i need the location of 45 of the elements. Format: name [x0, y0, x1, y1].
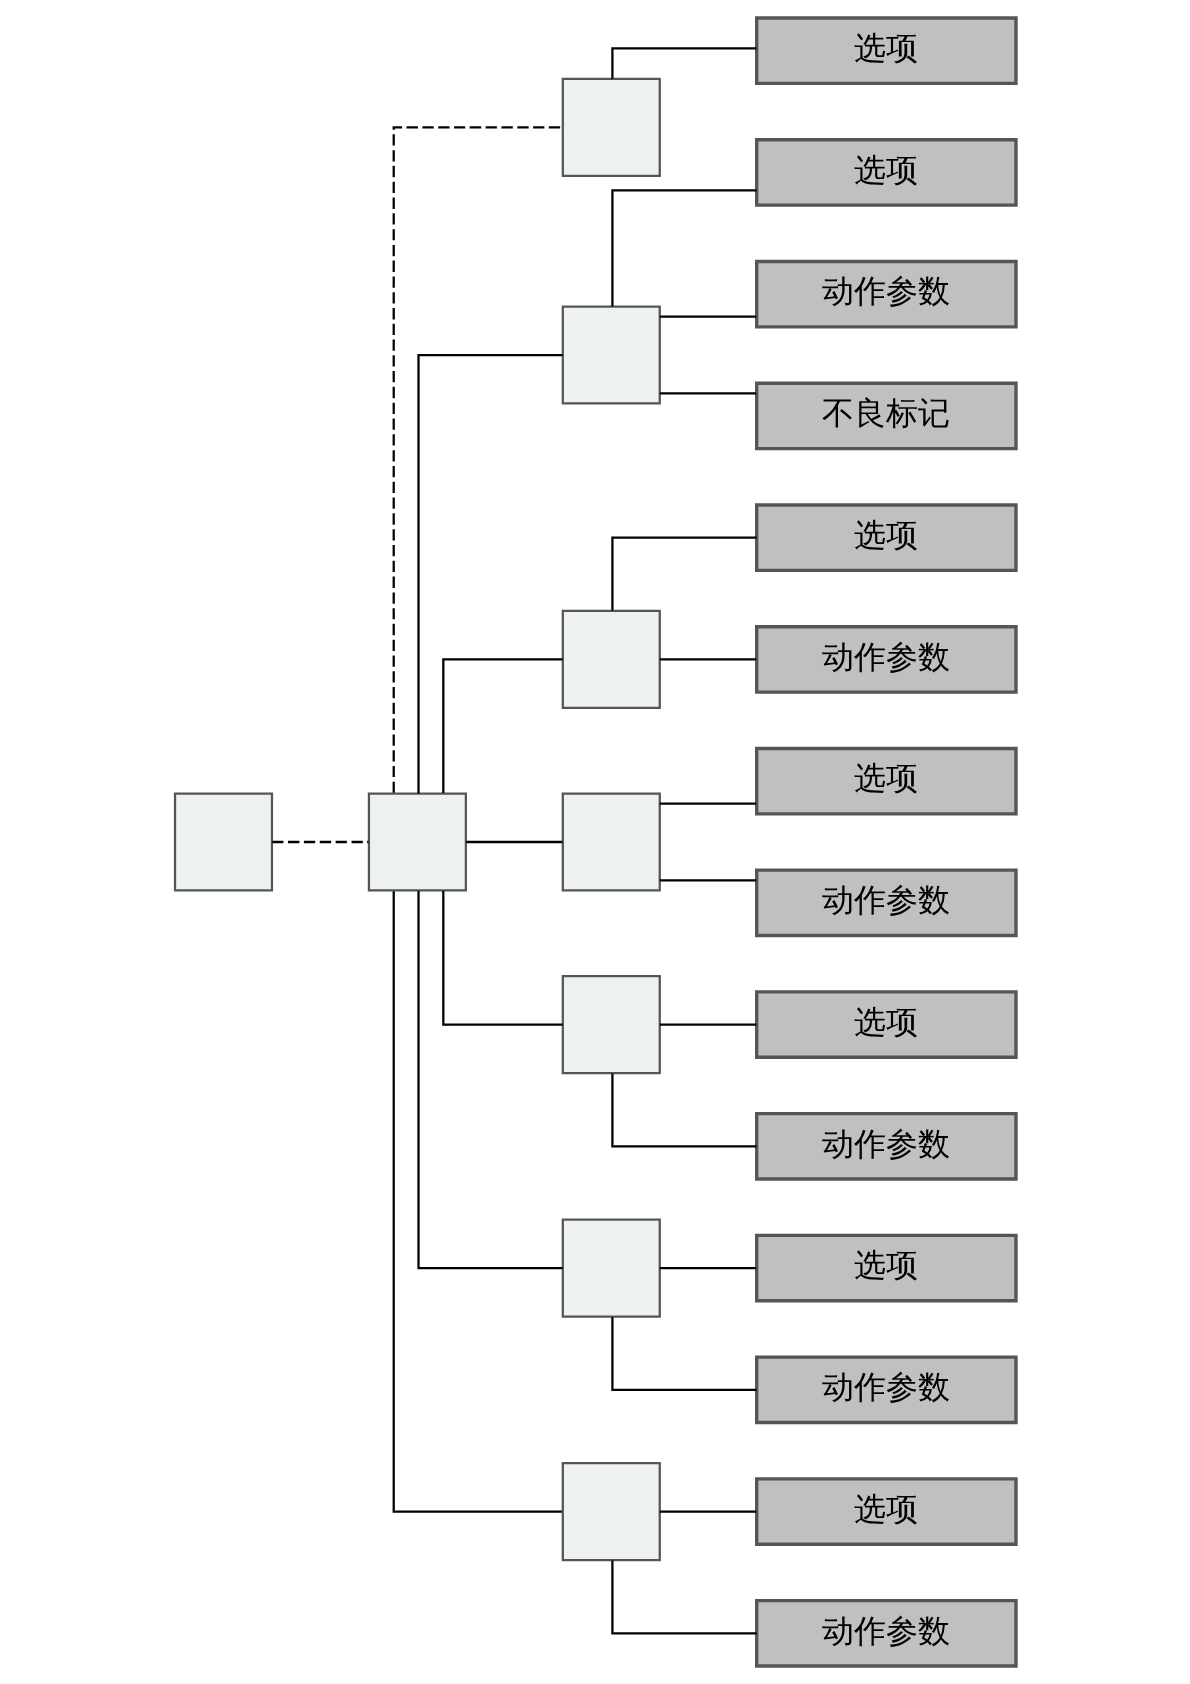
connector	[659, 315, 756, 318]
connector	[610, 1560, 757, 1635]
connector	[271, 840, 368, 844]
node-box: 选项	[754, 138, 1018, 207]
node-box	[561, 975, 661, 1075]
node-box	[561, 77, 661, 177]
node-box	[561, 1218, 661, 1318]
connector	[659, 1267, 756, 1270]
connector	[610, 1316, 757, 1391]
node-box	[561, 792, 661, 892]
connector	[610, 189, 757, 307]
node-box: 动作参数	[754, 625, 1018, 694]
connector	[659, 1510, 756, 1513]
connector	[659, 392, 756, 395]
node-box: 动作参数	[754, 1599, 1018, 1668]
connector	[441, 658, 563, 794]
node-box: 选项	[754, 990, 1018, 1059]
connector	[659, 658, 756, 661]
node-box: 动作参数	[754, 1112, 1018, 1181]
node-box: 动作参数	[754, 1355, 1018, 1425]
connector	[441, 890, 563, 1026]
node-box	[561, 609, 661, 709]
connector	[659, 879, 756, 882]
connector	[610, 1073, 757, 1148]
connector	[465, 840, 562, 844]
connector	[659, 802, 756, 805]
node-box: 选项	[754, 1477, 1018, 1546]
connector	[659, 1023, 756, 1026]
connector	[392, 126, 562, 793]
node-box	[561, 305, 661, 405]
connector	[416, 890, 563, 1270]
node-box: 选项	[754, 1233, 1018, 1303]
node-box: 选项	[754, 16, 1018, 85]
node-box: 选项	[754, 746, 1018, 816]
node-box: 动作参数	[754, 868, 1018, 938]
node-box	[173, 792, 273, 892]
connector	[610, 47, 757, 79]
connector	[610, 536, 757, 611]
node-box	[367, 792, 467, 892]
node-box: 选项	[754, 503, 1018, 572]
connector	[416, 353, 563, 794]
node-box: 不良标记	[754, 381, 1018, 451]
node-box: 动作参数	[754, 259, 1018, 329]
node-box	[561, 1462, 661, 1562]
connector	[392, 891, 562, 1513]
